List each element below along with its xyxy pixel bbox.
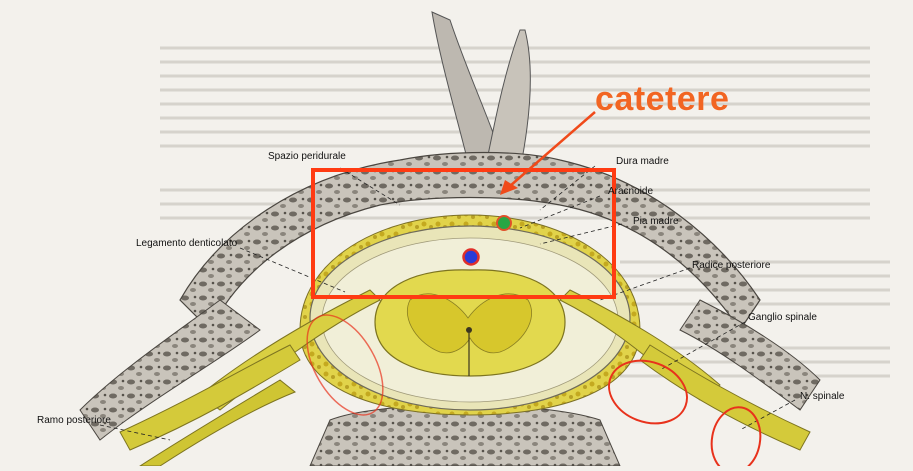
label-n-spinale: N. spinale	[800, 392, 844, 402]
spinal-cord	[375, 270, 565, 376]
callout-label-catetere: catetere	[595, 80, 729, 119]
label-legamento-denticolato: Legamento denticolato	[136, 239, 237, 249]
label-ganglio-spinale: Ganglio spinale	[748, 313, 817, 323]
label-aracnoide: Aracnoide	[608, 187, 653, 197]
label-radice-posteriore: Radice posteriore	[692, 261, 770, 271]
needle-position-marker	[464, 250, 479, 265]
label-pia-madre: Pia madre	[633, 217, 679, 227]
catheter-tip-marker	[497, 216, 511, 230]
label-ramo-posteriore: Ramo posteriore	[37, 416, 111, 426]
label-dura-madre: Dura madre	[616, 157, 669, 167]
label-spazio-peridurale: Spazio peridurale	[268, 152, 346, 162]
